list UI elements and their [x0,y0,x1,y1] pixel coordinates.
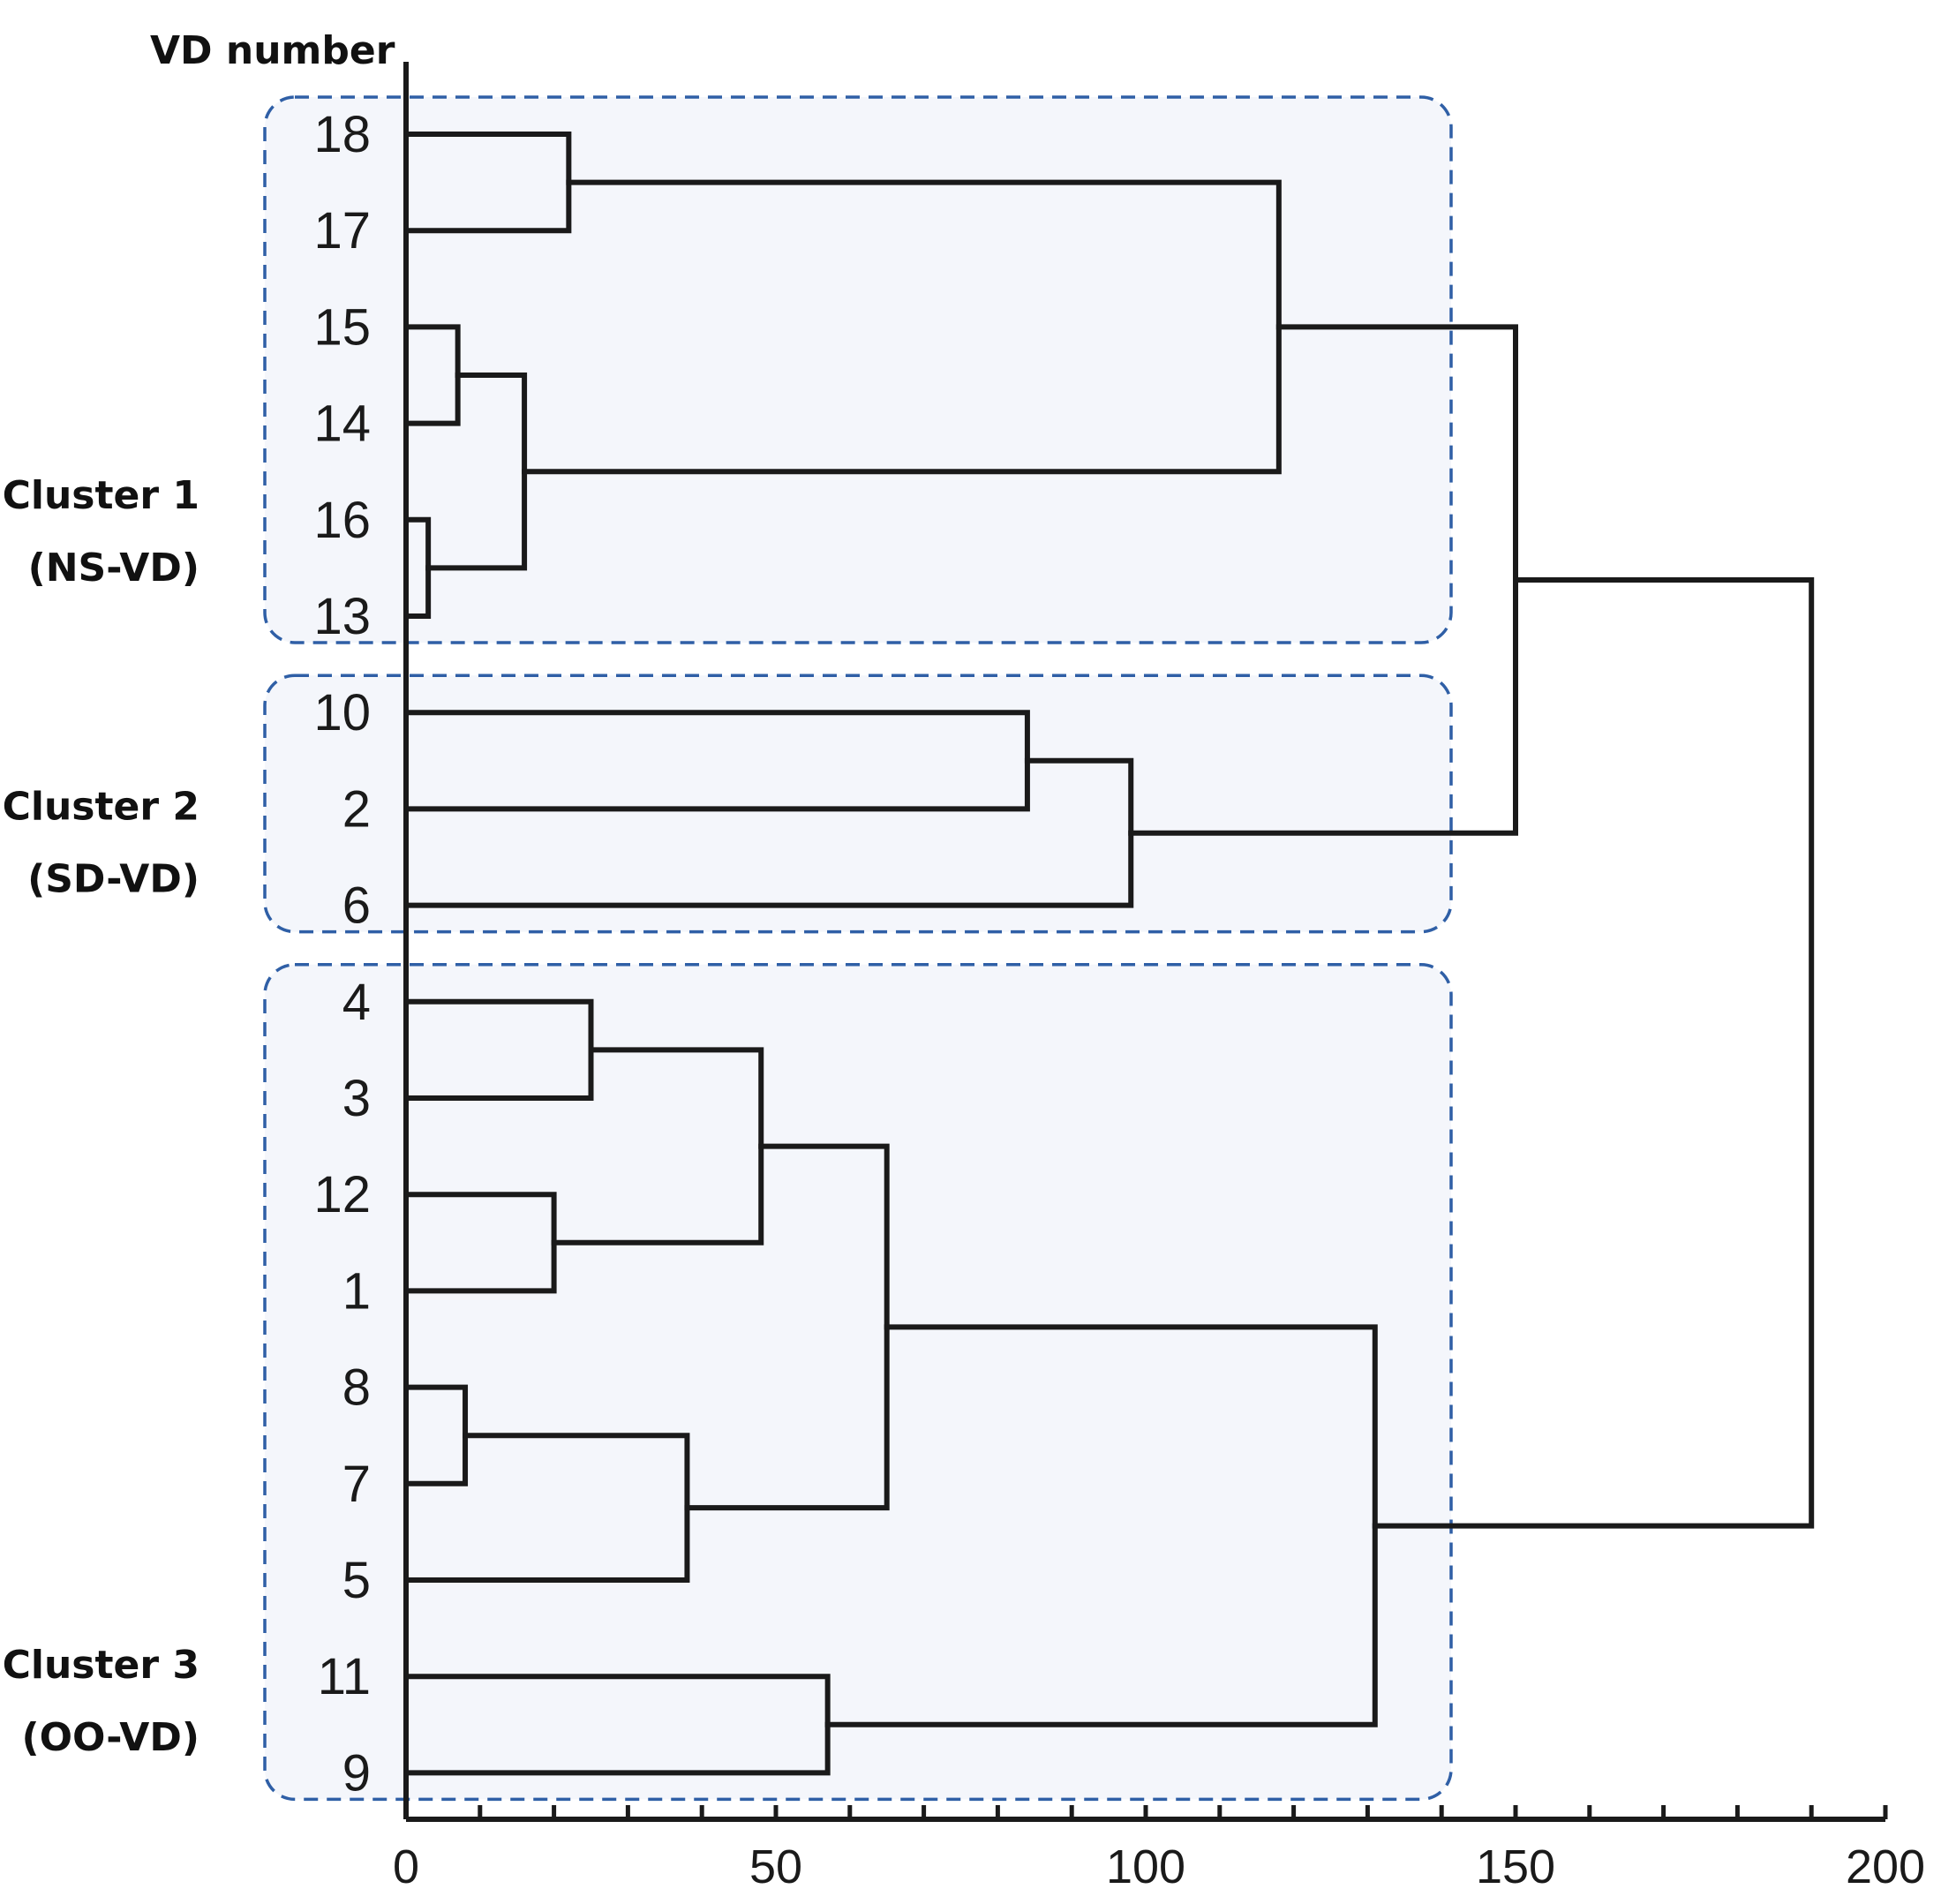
cluster-2-subtitle: (SD-VD) [27,856,199,901]
cluster-boxes [263,95,1453,1802]
cluster-box-2 [263,674,1453,934]
x-tick-label-200: 200 [1846,1840,1925,1893]
leaf-label-2: 2 [342,780,371,838]
cluster-2-name: Cluster 2 [3,784,199,829]
leaf-label-4: 4 [342,974,371,1031]
y-axis-title: VD number [150,28,395,73]
cluster-1-name: Cluster 1 [3,473,199,518]
leaf-label-17: 17 [313,202,371,260]
leaf-label-12: 12 [313,1166,371,1223]
x-tick-label-100: 100 [1106,1840,1185,1893]
cluster-box-1 [263,95,1453,644]
leaf-label-7: 7 [342,1456,371,1513]
leaf-label-16: 16 [313,492,371,549]
axes: 0 50 100 150 200 [393,62,1925,1893]
cluster-labels: Cluster 1 (NS-VD) Cluster 2 (SD-VD) Cluster … [3,473,199,1760]
leaf-label-13: 13 [313,588,371,645]
merge-branch-m17 [1372,577,1815,1529]
cluster-1-subtitle: (NS-VD) [28,546,199,591]
leaf-label-15: 15 [313,298,371,356]
leaf-label-3: 3 [342,1070,371,1127]
x-tick-label-0: 0 [393,1840,419,1893]
leaf-label-5: 5 [342,1552,371,1609]
leaf-label-14: 14 [313,395,371,453]
cluster-box-3 [263,963,1453,1802]
leaf-label-1: 1 [342,1262,371,1320]
leaf-label-10: 10 [313,684,371,741]
x-tick-label-50: 50 [749,1840,802,1893]
leaf-label-6: 6 [342,877,371,935]
cluster-3-name: Cluster 3 [3,1643,199,1688]
leaf-label-18: 18 [313,106,371,163]
dendrogram-branches [403,132,1815,1776]
leaf-label-8: 8 [342,1359,371,1417]
cluster-3-subtitle: (OO-VD) [22,1715,199,1760]
leaf-label-9: 9 [342,1744,371,1802]
leaf-label-11: 11 [318,1648,371,1705]
x-tick-label-150: 150 [1476,1840,1555,1893]
